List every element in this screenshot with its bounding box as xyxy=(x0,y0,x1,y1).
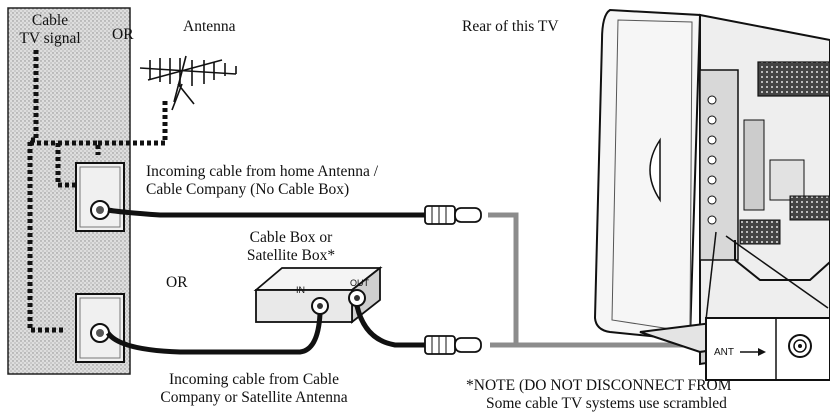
wall-jack-upper xyxy=(75,162,125,232)
incoming-cable-company-label: Incoming cable from Cable Company or Sat… xyxy=(160,371,348,406)
note-text: *NOTE (DO NOT DISCONNECT FROM Some cable… xyxy=(466,377,732,412)
antenna-icon xyxy=(139,55,237,111)
coax-cable-lower xyxy=(105,305,425,355)
wall-jack-lower xyxy=(75,293,125,363)
cable-box xyxy=(253,266,383,324)
cable-box-label: Cable Box or Satellite Box* xyxy=(246,229,336,264)
box-in-label: IN xyxy=(296,285,305,295)
wall-signal-dots xyxy=(27,50,168,333)
tv-rear xyxy=(593,8,830,342)
incoming-home-cable-label: Incoming cable from home Antenna / Cable… xyxy=(146,163,379,198)
ant-port-label: ANT xyxy=(714,347,734,358)
coax-cable-upper xyxy=(107,205,482,225)
box-out-label: OUT xyxy=(350,278,369,288)
ant-port-callout xyxy=(705,231,830,381)
rear-tv-label: Rear of this TV xyxy=(462,18,559,35)
gray-connection-line xyxy=(488,212,700,348)
coax-plug-lower xyxy=(424,335,482,355)
antenna-label: Antenna xyxy=(183,18,236,35)
cable-tv-signal-label: Cable TV signal xyxy=(19,12,81,47)
or-label-middle: OR xyxy=(166,274,188,291)
or-label-top: OR xyxy=(112,26,134,43)
